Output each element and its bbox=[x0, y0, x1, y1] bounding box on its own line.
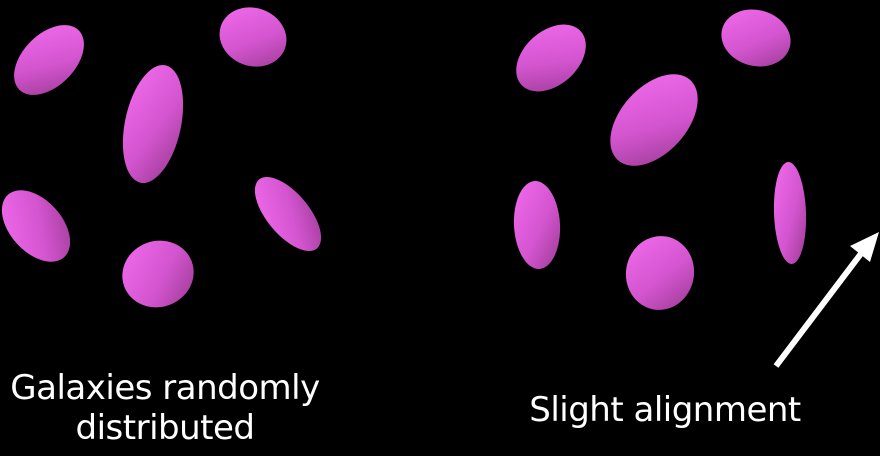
caption-line-1: Galaxies randomly bbox=[10, 368, 320, 408]
galaxy bbox=[513, 181, 561, 269]
galaxy bbox=[721, 9, 791, 67]
galaxy bbox=[122, 65, 184, 183]
caption-random-galaxies: Galaxies randomly distributed bbox=[0, 368, 330, 448]
galaxy bbox=[773, 162, 807, 264]
galaxy bbox=[610, 74, 698, 166]
left-panel-galaxies bbox=[1, 7, 322, 308]
caption-slight-alignment: Slight alignment bbox=[529, 390, 801, 430]
galaxy bbox=[219, 7, 287, 67]
galaxy bbox=[122, 240, 194, 308]
galaxy bbox=[14, 25, 84, 95]
galaxy bbox=[516, 24, 586, 92]
galaxy bbox=[625, 236, 695, 310]
galaxy bbox=[254, 176, 322, 252]
galaxy bbox=[1, 190, 71, 262]
right-panel-galaxies bbox=[513, 9, 807, 310]
alignment-arrow bbox=[773, 232, 879, 368]
caption-line-2: distributed bbox=[75, 408, 255, 448]
